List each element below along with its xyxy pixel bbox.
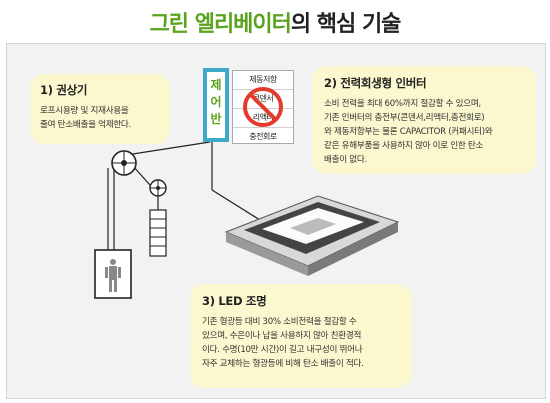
callout-inverter-text: 소비 전력을 최대 60%까지 절감할 수 있으며, 기존 인버터의 충전부(콘… [324, 97, 524, 167]
callout-hoist-text: 로프시용량 및 지재사용을 줄여 탄소배출을 억제한다. [40, 104, 160, 132]
page-title: 그린 엘리베이터의 핵심 기술 [0, 6, 550, 38]
control-panel: 제 어 반 [203, 68, 229, 142]
led-ceiling-light-icon [224, 195, 400, 276]
title-highlight: 그린 엘리베이터 [149, 12, 292, 37]
removed-part: 리액터 [233, 109, 293, 128]
text-line: 줄여 탄소배출을 억제한다. [40, 120, 131, 130]
callout-inverter-heading: 2) 전력회생형 인버터 [324, 76, 427, 90]
title-rest: 의 핵심 기술 [290, 12, 402, 37]
text-line: 와 제동저항부는 물론 CAPACITOR (커패시터)와 [324, 127, 493, 137]
removed-parts-list: 제동저항 콘덴서 리액터 충전회로 [232, 70, 294, 144]
text-line: 소비 전력을 최대 60%까지 절감할 수 있으며, [324, 99, 481, 109]
removed-part: 제동저항 [233, 71, 293, 90]
text-line: 이다. 수명(10만 시간)이 길고 내구성이 뛰어나 [202, 345, 363, 355]
deflector-sheave-icon [149, 179, 167, 197]
callout-hoist-heading: 1) 권상기 [40, 83, 88, 97]
control-panel-char: 어 [210, 95, 222, 109]
text-line: 배출이 없다. [324, 155, 367, 165]
removed-part: 콘덴서 [233, 90, 293, 109]
callout-hoist: 1) 권상기 로프시용량 및 지재사용을 줄여 탄소배출을 억제한다. [30, 74, 170, 144]
callout-led: 3) LED 조명 기존 형광등 대비 30% 소비전력을 절감할 수 있으며,… [190, 284, 412, 388]
text-line: 기존 인버터의 충전부(콘덴서,리액터,충전회로) [324, 113, 485, 123]
callout-led-text: 기존 형광등 대비 30% 소비전력을 절감할 수 있으며, 수은이나 납을 사… [202, 315, 400, 371]
callout-inverter: 2) 전력회생형 인버터 소비 전력을 최대 60%까지 절감할 수 있으며, … [312, 66, 536, 174]
text-line: 같은 유해부품을 사용하지 않아 이로 인한 탄소 [324, 141, 484, 151]
counterweight-icon [149, 209, 167, 257]
rope-to-panel [119, 141, 211, 157]
text-line: 자주 교체하는 형광등에 비해 탄소 배출이 적다. [202, 359, 364, 369]
elevator-car-icon [94, 249, 132, 299]
hoist-sheave-icon [111, 150, 137, 176]
removed-part: 충전회로 [249, 132, 277, 141]
callout-led-heading: 3) LED 조명 [202, 294, 267, 308]
wire-to-light-2 [211, 189, 261, 221]
text-line: 기존 형광등 대비 30% 소비전력을 절감할 수 [202, 317, 357, 327]
control-panel-char: 반 [210, 112, 222, 126]
text-line: 있으며, 수은이나 납을 사용하지 않아 친환경적 [202, 331, 362, 341]
control-panel-char: 제 [210, 78, 222, 92]
text-line: 로프시용량 및 지재사용을 [40, 106, 129, 116]
